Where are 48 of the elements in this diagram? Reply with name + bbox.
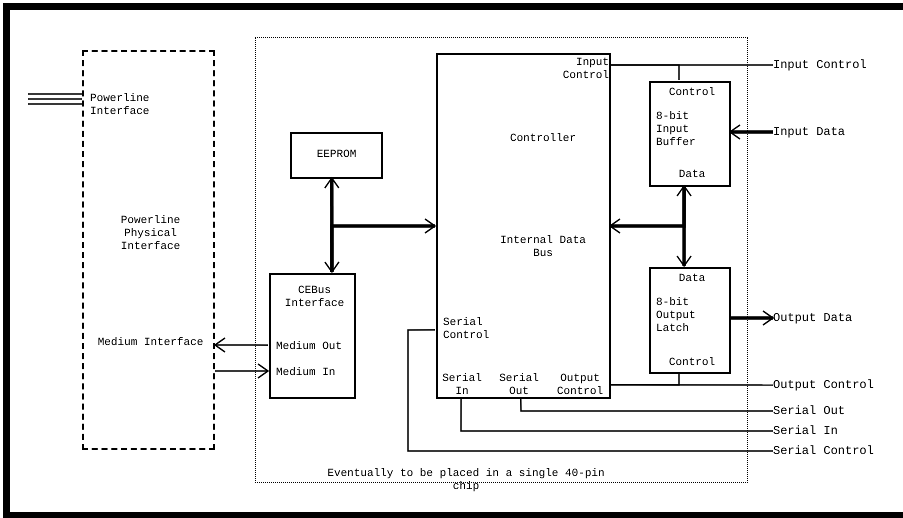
arrow: [214, 337, 268, 353]
arrow: [729, 124, 773, 140]
arrow: [676, 185, 692, 267]
block-label: Input Control: [562, 57, 609, 83]
block-label: 8-bit Output Latch: [656, 297, 697, 336]
block-label: Serial Out: [498, 373, 540, 399]
block-label: Powerline Physical Interface: [120, 215, 182, 254]
block-label: EEPROM: [316, 149, 356, 162]
block-label: Controller: [508, 133, 577, 146]
signal-line: [460, 398, 773, 432]
block-label: Serial Control: [443, 317, 490, 343]
block-label: CEBus Interface: [284, 285, 346, 311]
block-label: Powerline Interface: [90, 93, 150, 119]
buffer-block: [649, 81, 731, 187]
block-label: Control: [668, 357, 716, 370]
signal-label: Output Control: [773, 377, 893, 393]
block-label: Data: [678, 273, 706, 286]
block-label: Serial In: [441, 373, 483, 399]
signal-label: Input Control: [773, 57, 893, 73]
interface-region: [82, 50, 215, 450]
latch-block: [649, 267, 731, 374]
controller-block: [436, 53, 611, 399]
signal-label: Serial Out: [773, 403, 893, 419]
block-label: Medium Interface: [96, 337, 204, 350]
block-label: 8-bit Input Buffer: [656, 111, 697, 150]
signal-line: [610, 373, 680, 386]
signal-label: Serial Control: [773, 443, 893, 459]
block-label: Medium Out: [276, 341, 344, 354]
arrow: [215, 363, 269, 379]
note-text: Eventually to be placed in a single 40-pin chip: [326, 468, 606, 494]
arrow: [330, 218, 436, 272]
block-label: Data: [678, 169, 706, 182]
signal-label: Input Data: [773, 124, 893, 140]
signal-label: Output Data: [773, 310, 893, 326]
signal-line: [407, 329, 773, 452]
interface-block: [269, 273, 356, 399]
arrow: [324, 177, 340, 273]
signal-line: [27, 93, 83, 105]
arrow: [609, 186, 686, 234]
memory-block: [290, 132, 383, 179]
signal-line: [610, 64, 680, 80]
block-label: Internal Data Bus: [499, 235, 587, 261]
signal-line: [520, 398, 773, 412]
block-label: Output Control: [556, 373, 604, 399]
signal-label: Serial In: [773, 423, 893, 439]
block-label: Medium In: [276, 367, 336, 380]
arrow: [730, 310, 774, 326]
block-label: Control: [668, 87, 716, 100]
